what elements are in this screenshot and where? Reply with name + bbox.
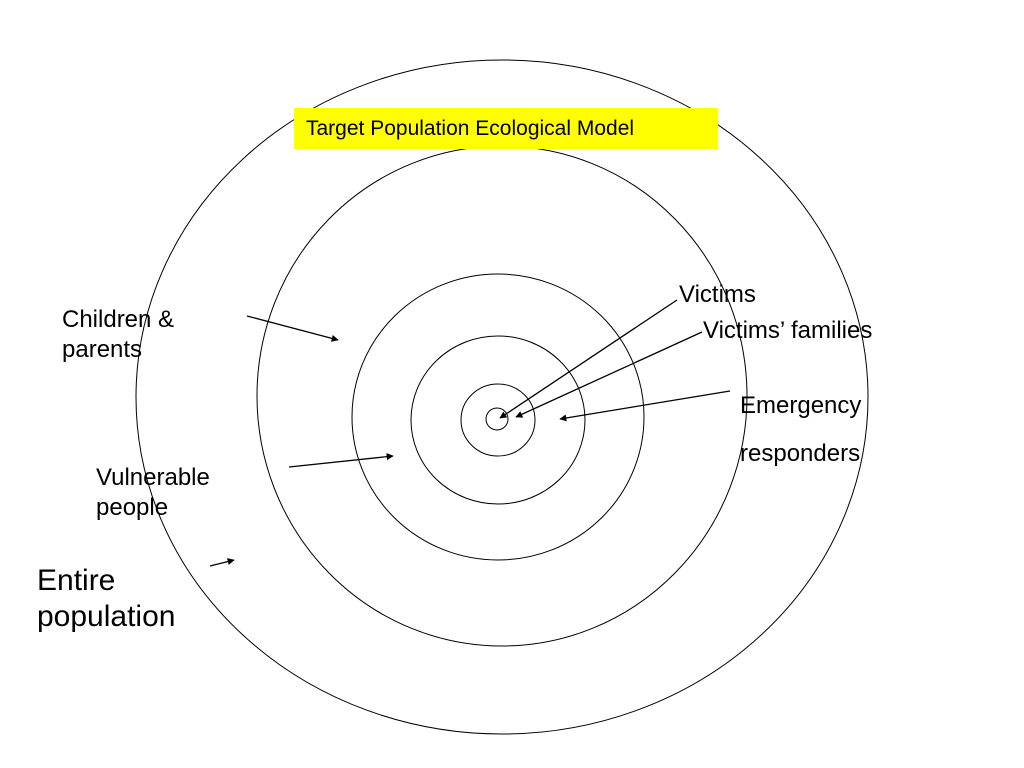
arrow-emergency-responders — [559, 390, 731, 422]
ring-victims — [485, 407, 509, 431]
label-vulnerable-people-line2: people — [96, 494, 169, 521]
arrow-vulnerable-people — [288, 453, 394, 468]
arrow-victims-families — [515, 331, 703, 418]
label-emergency-responders-line2: responders — [740, 440, 861, 467]
ring-entire-population — [135, 59, 869, 735]
arrow-victims — [499, 299, 678, 419]
label-victims-families: Victims’ families — [703, 317, 873, 344]
arrow-children-parents — [246, 315, 339, 342]
label-emergency-responders: Emergency responders — [740, 382, 861, 478]
label-entire-population-line1: Entire — [37, 564, 116, 597]
ring-victims-families — [460, 383, 536, 457]
ring-emergency-responders — [410, 335, 586, 505]
label-vulnerable-people-line1: Vulnerable — [96, 464, 210, 491]
label-entire-population-line2: population — [37, 600, 176, 633]
label-entire-population: Entire population — [37, 563, 175, 635]
label-vulnerable-people: Vulnerable people — [96, 463, 210, 523]
title-highlight — [294, 108, 718, 149]
label-children-parents: Children & parents — [62, 305, 174, 365]
label-victims: Victims — [679, 281, 756, 308]
arrow-entire-population — [209, 558, 235, 567]
label-emergency-responders-line1: Emergency — [740, 392, 862, 419]
ring-children-parents — [351, 273, 645, 561]
label-children-parents-line1: Children & — [62, 306, 175, 333]
diagram-title: Target Population Ecological Model — [306, 117, 635, 140]
label-children-parents-line2: parents — [62, 336, 143, 363]
ring-vulnerable-people — [256, 145, 748, 647]
